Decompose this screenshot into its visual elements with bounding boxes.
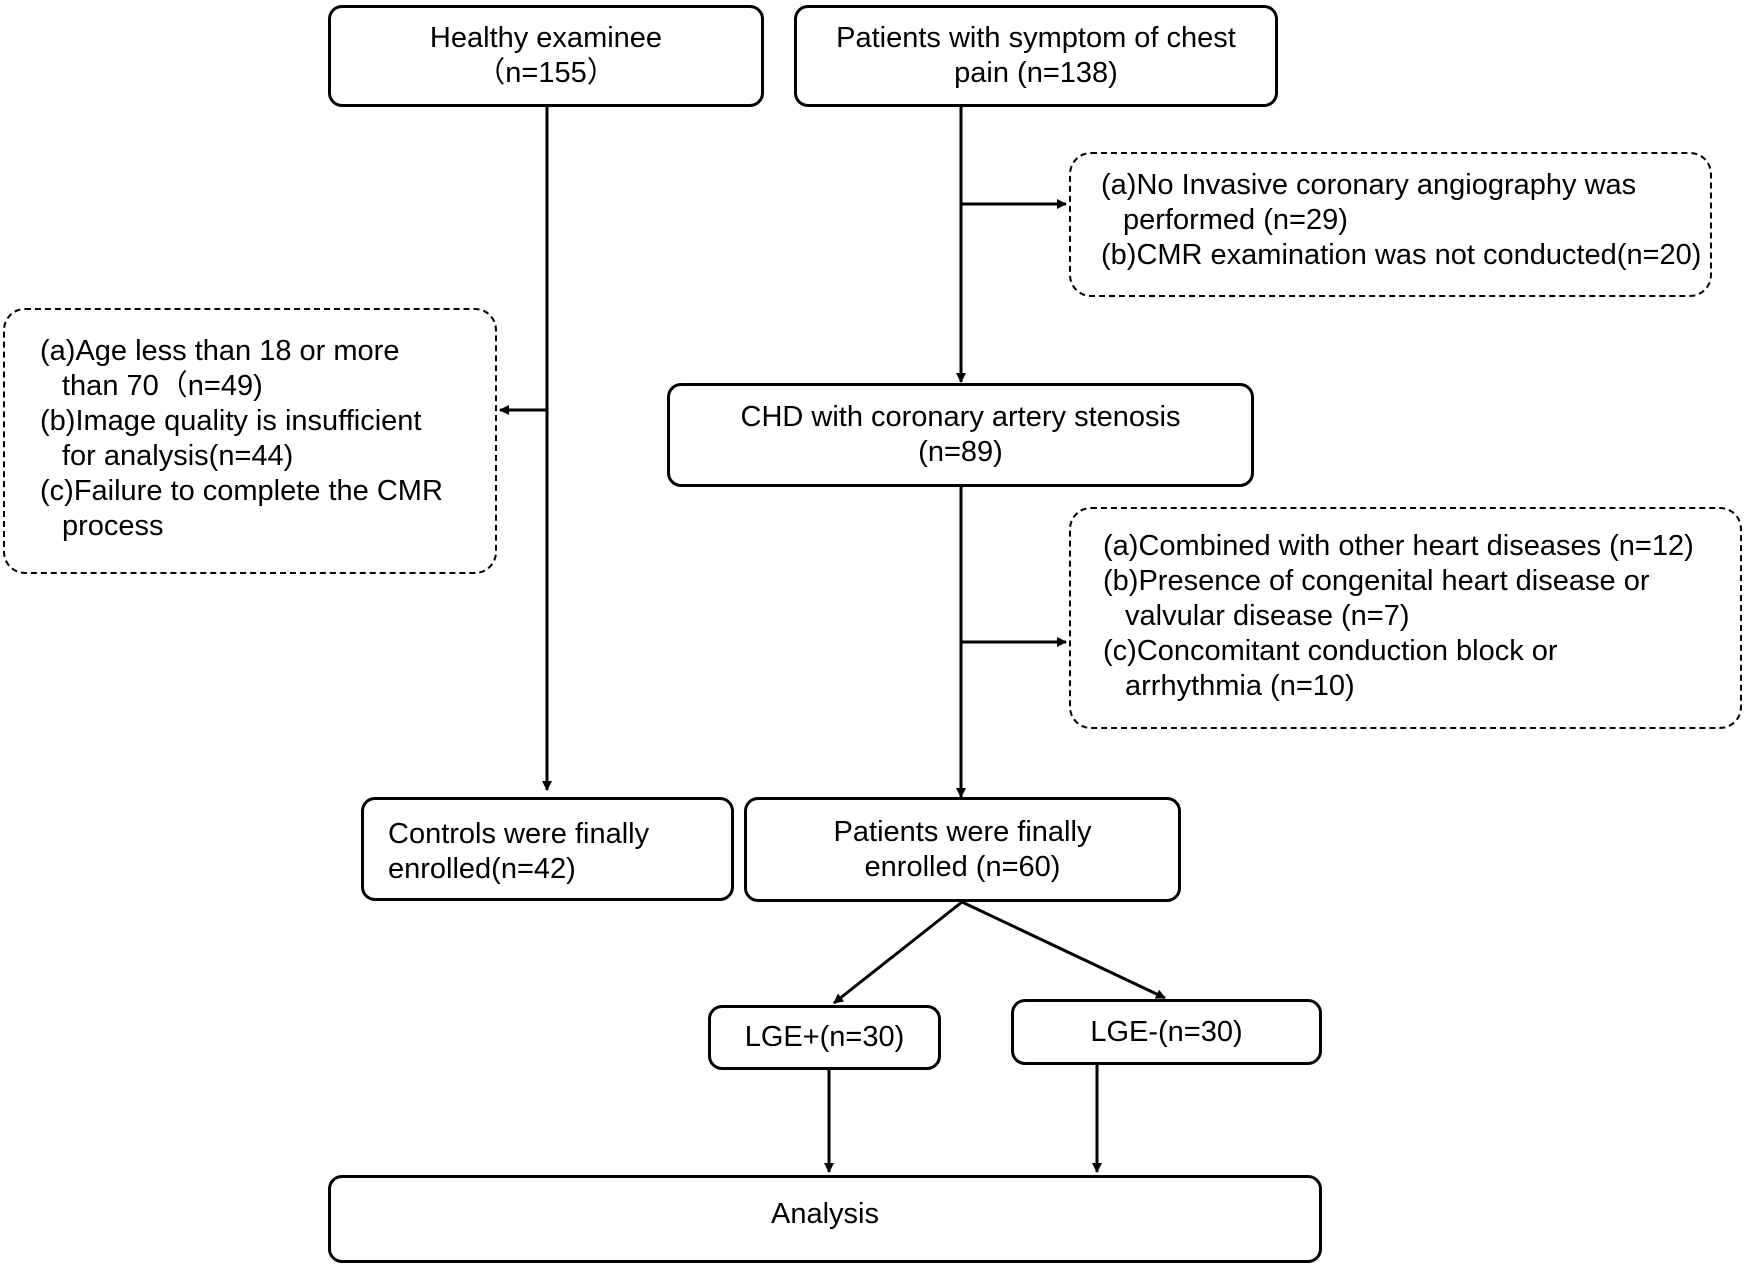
node-line: （n=155） — [476, 57, 616, 89]
exclusion-text: (b)Image quality is insufficient — [40, 405, 422, 437]
node-line: enrolled(n=42) — [388, 853, 576, 885]
exclusion-box-healthy: (a)Age less than 18 or more than 70（n=49… — [3, 308, 497, 574]
exclusion-item: (b)Presence of congenital heart disease … — [1103, 564, 1740, 634]
exclusion-box-chd: (a)Combined with other heart diseases (n… — [1069, 507, 1742, 729]
exclusion-item: (a)Age less than 18 or more than 70（n=49… — [40, 334, 495, 404]
exclusion-text: (a)Combined with other heart diseases (n… — [1103, 530, 1694, 562]
node-line: LGE+(n=30) — [744, 1021, 905, 1053]
controls-enrolled-box: Controls were finally enrolled(n=42) — [361, 797, 734, 901]
exclusion-item: (a)No Invasive coronary angiography was … — [1101, 168, 1710, 238]
exclusion-text: arrhythmia (n=10) — [1125, 670, 1355, 702]
exclusion-box-chest-pain: (a)No Invasive coronary angiography was … — [1069, 152, 1712, 297]
exclusion-text: performed (n=29) — [1123, 204, 1348, 236]
chest-pain-patients-box: Patients with symptom of chest pain (n=1… — [794, 5, 1278, 107]
node-line: Patients with symptom of chest — [836, 22, 1236, 54]
node-line: Healthy examinee — [429, 22, 663, 54]
exclusion-text: process — [62, 510, 164, 542]
node-line: enrolled (n=60) — [864, 850, 1061, 883]
exclusion-item: (a)Combined with other heart diseases (n… — [1103, 529, 1740, 564]
analysis-box: Analysis — [328, 1175, 1322, 1263]
exclusion-text: (a)No Invasive coronary angiography was — [1101, 169, 1637, 201]
arrow-patients-to-lge-neg — [961, 900, 1166, 1000]
node-line: Analysis — [771, 1197, 879, 1230]
healthy-examinee-box: Healthy examinee （n=155） — [328, 5, 764, 107]
exclusion-item: (c)Concomitant conduction block or arrhy… — [1103, 634, 1740, 704]
node-line: pain (n=138) — [954, 57, 1118, 89]
patients-enrolled-box: Patients were finally enrolled (n=60) — [744, 797, 1181, 902]
node-line: Controls were finally — [388, 818, 650, 850]
exclusion-item: (c)Failure to complete the CMR process — [40, 474, 495, 544]
exclusion-item: (b)CMR examination was not conducted(n=2… — [1101, 238, 1710, 273]
exclusion-text: (a)Age less than 18 or more — [40, 335, 400, 367]
exclusion-text: (b)Presence of congenital heart disease … — [1103, 565, 1650, 597]
node-line: (n=89) — [918, 436, 1003, 468]
lge-positive-box: LGE+(n=30) — [708, 1005, 941, 1070]
exclusion-item: (b)Image quality is insufficient for ana… — [40, 404, 495, 474]
exclusion-text: valvular disease (n=7) — [1125, 600, 1410, 632]
node-line: LGE-(n=30) — [1090, 1015, 1243, 1048]
lge-negative-box: LGE-(n=30) — [1011, 999, 1322, 1065]
node-line: CHD with coronary artery stenosis — [740, 401, 1181, 433]
arrow-patients-to-lge-pos — [833, 900, 963, 1005]
exclusion-text: (c)Concomitant conduction block or — [1103, 635, 1558, 667]
chd-stenosis-box: CHD with coronary artery stenosis (n=89) — [667, 383, 1254, 487]
exclusion-text: for analysis(n=44) — [62, 440, 294, 472]
exclusion-text: than 70（n=49) — [62, 370, 263, 402]
node-line: Patients were finally — [833, 815, 1092, 848]
exclusion-text: (b)CMR examination was not conducted(n=2… — [1101, 239, 1702, 271]
exclusion-text: (c)Failure to complete the CMR — [40, 475, 443, 507]
